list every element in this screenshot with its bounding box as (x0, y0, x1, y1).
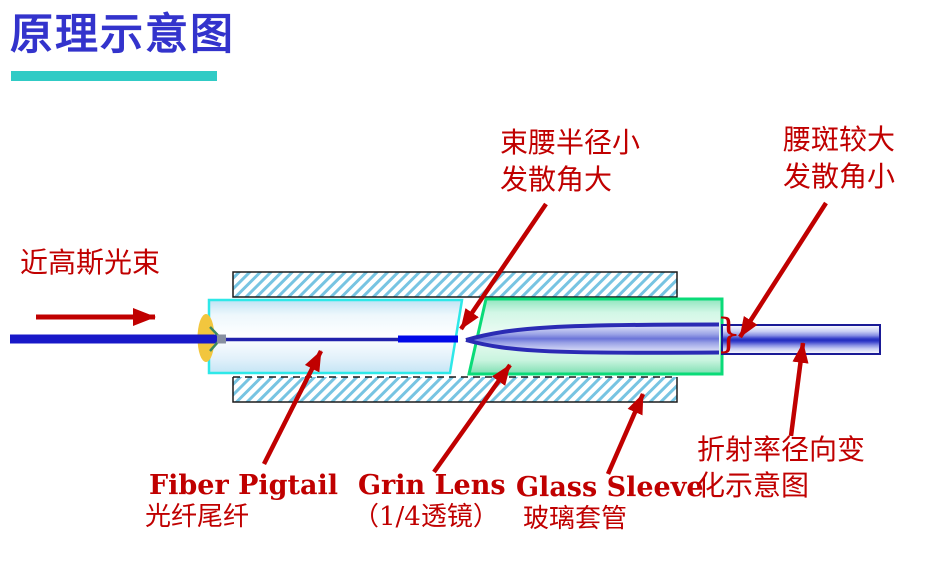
beam-waist-brace: } (716, 311, 742, 357)
diverging-beam-fill (466, 324, 719, 353)
page-title: 原理示意图 (10, 10, 235, 60)
grin-lens-arrow (432, 363, 512, 474)
waist-large-line1: 腰斑较大 (783, 123, 896, 156)
input-beam-label: 近高斯光束 (20, 246, 161, 279)
waist-small-line1: 束腰半径小 (500, 126, 641, 159)
diverging-beam-top-curve (465, 322, 720, 342)
title-underline (11, 71, 217, 81)
grin-lens-label-cn: （1/4透镜） (353, 502, 499, 532)
grin-lens-label-en: Grin Lens (358, 470, 506, 501)
grin-lens-label: Grin Lens （1/4透镜） (353, 470, 506, 533)
fiber-pigtail-label: Fiber Pigtail 光纤尾纤 (145, 470, 338, 533)
glass-sleeve-top-band (232, 271, 678, 298)
waist-large-line2: 发散角小 (783, 160, 896, 193)
glass-sleeve-label-en: Glass Sleeve (516, 472, 704, 503)
fiber-pigtail-label-en: Fiber Pigtail (149, 470, 339, 501)
refractive-index-line1: 折射率径向变 (697, 433, 866, 466)
refractive-index-line2: 化示意图 (697, 469, 810, 502)
waist-large-label: 腰斑较大 发散角小 (783, 121, 895, 195)
waist-small-line2: 发散角大 (500, 163, 613, 196)
refractive-index-arrow (788, 342, 809, 437)
glass-sleeve-label-cn: 玻璃套管 (523, 504, 628, 534)
glass-sleeve-arrow (605, 393, 646, 475)
waist-small-arrow (459, 202, 548, 331)
diverging-beam-bottom-curve (465, 338, 720, 355)
fiber-pigtail-arrow (261, 349, 324, 466)
refractive-index-label: 折射率径向变 化示意图 (697, 432, 865, 504)
glass-sleeve-label: Glass Sleeve 玻璃套管 (516, 472, 704, 535)
glass-sleeve-bottom-band-border (232, 377, 678, 403)
waist-large-arrow (738, 201, 828, 339)
fiber-pigtail-label-cn: 光纤尾纤 (145, 502, 250, 532)
waist-small-label: 束腰半径小 发散角大 (500, 124, 640, 198)
fiber-ferrule (217, 334, 226, 344)
